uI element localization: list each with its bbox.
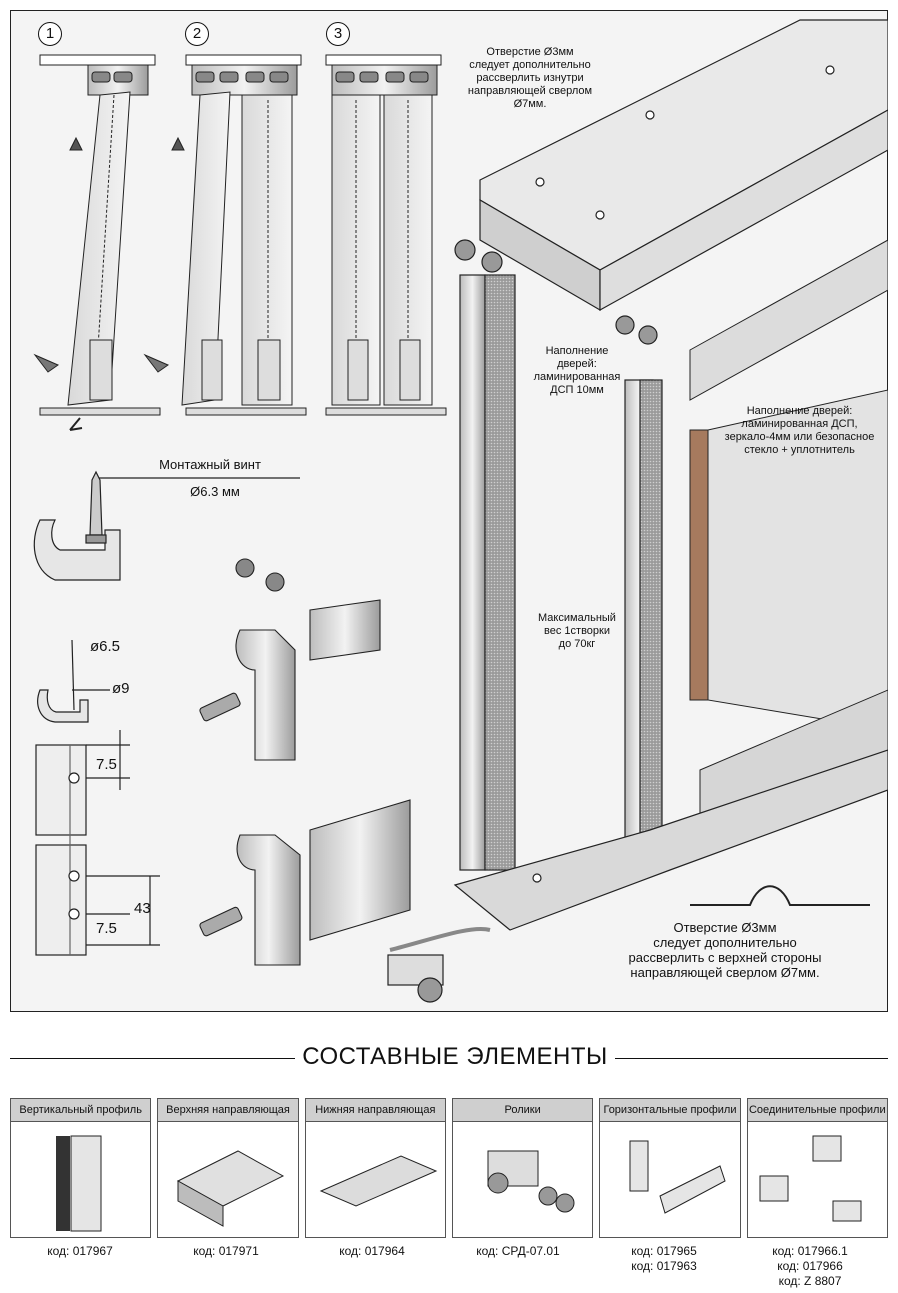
connector-profiles-icon <box>759 1135 862 1222</box>
part-name: Нижняя направляющая <box>305 1099 445 1122</box>
part-code: код: 017964 <box>339 1244 405 1258</box>
step-number-2: 2 <box>185 22 209 46</box>
part-code: код: Z 8807 <box>778 1274 842 1288</box>
part-rollers: Ролики <box>451 1098 594 1238</box>
assembly-drawing <box>33 19 888 1003</box>
dimension-offset-bottom: 7.5 <box>96 920 117 937</box>
fill-mix-note: Наполнение дверей: ламинированная ДСП, з… <box>724 405 875 456</box>
part-name: Вертикальный профиль <box>11 1099 151 1122</box>
right-door-profile <box>615 315 663 841</box>
dimension-spacing: 43 <box>134 900 151 917</box>
codes-connector-profiles: код: 017966.1 код: 017966 код: Z 8807 <box>740 1244 880 1289</box>
step-3-drawing <box>325 54 447 416</box>
codes-vertical-profile: код: 017967 <box>10 1244 150 1259</box>
rollers-icon <box>487 1150 575 1213</box>
section-title-text: СОСТАВНЫЕ ЭЛЕМЕНТЫ <box>302 1043 608 1070</box>
part-name: Горизонтальные профили <box>600 1099 740 1122</box>
part-code: код: 017965 <box>631 1244 697 1258</box>
section-title: СОСТАВНЫЕ ЭЛЕМЕНТЫ <box>0 1043 898 1073</box>
codes-bottom-guide: код: 017964 <box>302 1244 442 1259</box>
step-number-1: 1 <box>38 22 62 46</box>
hole-top-note: Отверстие Ø3мм следует дополнительно рас… <box>467 46 593 110</box>
bottom-guide-icon <box>319 1155 437 1207</box>
roller-detail <box>387 927 491 1003</box>
part-code: код: 017966 <box>777 1259 843 1273</box>
horizontal-profiles-icon <box>629 1140 726 1214</box>
part-code: код: 017963 <box>631 1259 697 1273</box>
door-panels <box>689 239 888 851</box>
part-horizontal-profiles: Горизонтальные профили <box>599 1098 741 1238</box>
dimension-d-small: ø6.5 <box>90 638 121 655</box>
part-name: Ролики <box>452 1099 593 1122</box>
hole-detail <box>35 639 160 956</box>
part-name: Верхняя направляющая <box>158 1099 298 1122</box>
part-code: код: 017971 <box>193 1244 259 1258</box>
codes-rollers: код: СРД-07.01 <box>448 1244 588 1259</box>
top-guide-icon <box>177 1150 285 1227</box>
vertical-profile-icon <box>56 1135 102 1232</box>
screw-size: Ø6.3 мм <box>190 484 240 499</box>
dimension-offset-top: 7.5 <box>96 756 117 773</box>
part-bottom-guide: Нижняя направляющая <box>304 1098 446 1238</box>
max-weight-note: Максимальный вес 1створки до 70кг <box>538 612 616 650</box>
codes-top-guide: код: 017971 <box>156 1244 296 1259</box>
part-code: код: 017967 <box>47 1244 113 1258</box>
dimension-d-large: ø9 <box>112 680 130 697</box>
fill-dsp-note: Наполнение дверей: ламинированная ДСП 10… <box>533 345 621 396</box>
part-code: код: СРД-07.01 <box>476 1244 560 1258</box>
top-guide-rail <box>479 19 888 312</box>
part-connector-profiles: Соединительные профили <box>746 1098 888 1238</box>
title-rule-right <box>615 1058 888 1059</box>
part-code: код: 017966.1 <box>772 1244 848 1258</box>
screw-detail <box>33 470 300 581</box>
codes-horizontal-profiles: код: 017965 код: 017963 <box>594 1244 734 1274</box>
hole-bottom-note: Отверстие Ø3мм следует дополнительно рас… <box>628 920 822 980</box>
step-1-drawing <box>33 54 161 431</box>
connector-detail-top <box>199 558 381 761</box>
step-number-3: 3 <box>326 22 350 46</box>
left-door-profile <box>454 239 516 871</box>
step-2-drawing <box>143 54 307 416</box>
part-vertical-profile: Вертикальный профиль <box>10 1098 152 1238</box>
title-rule-left <box>10 1058 295 1059</box>
parts-strip: Вертикальный профиль Верхняя направляюща… <box>10 1098 888 1238</box>
bottom-guide-rail <box>453 749 888 931</box>
part-top-guide: Верхняя направляющая <box>157 1098 299 1238</box>
screw-title: Монтажный винт <box>159 457 261 472</box>
connector-detail-bottom <box>199 799 411 966</box>
part-name: Соединительные профили <box>747 1099 887 1122</box>
